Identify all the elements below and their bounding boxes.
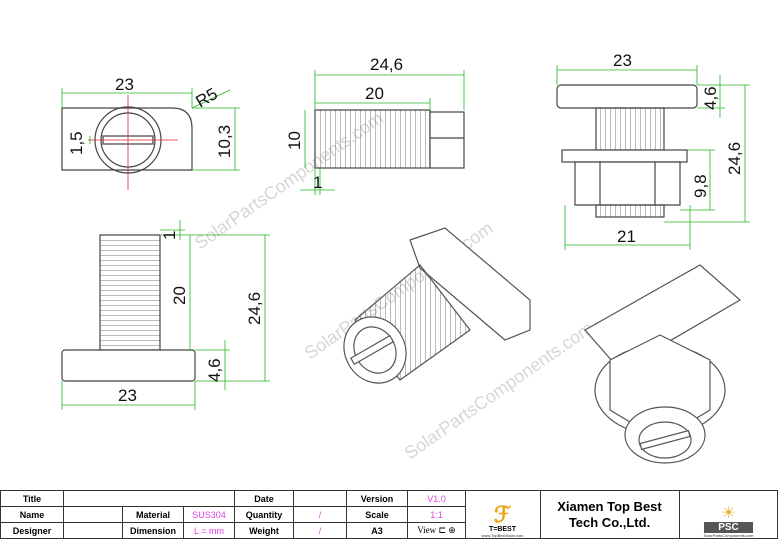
company-line2: Tech Co.,Ltd. [568,514,651,530]
material-label: Material [122,506,184,523]
date-value [293,490,347,507]
designer-label: Designer [0,522,64,539]
paper-size: A3 [346,522,408,539]
name-value [63,506,123,523]
assembly-view [556,65,750,250]
dim-asm-nut-width: 21 [617,227,636,246]
quantity-label: Quantity [234,506,294,523]
flame-icon: ℱ [493,502,512,527]
title-label: Title [0,490,64,507]
dim-asm-head: 23 [613,51,632,70]
dim-top-width: 23 [115,75,134,94]
sun-icon: ☀ [721,505,736,522]
title-value [63,490,235,507]
view-projection: View ⊏ ⊕ [407,522,466,539]
title-block: Title Date Version V1.0 Name Material SU… [0,490,466,539]
logo1-url: www.TopBestSolar.com [481,533,524,538]
isometric-bolt [343,227,531,384]
dim-front-thread: 20 [170,286,189,305]
dim-side-overall: 24,6 [370,55,403,74]
dim-front-width: 23 [118,386,137,405]
logo2-url: SolarPartsComponents.com [703,533,754,538]
weight-label: Weight [234,522,294,539]
dim-asm-overall: 24,6 [725,142,744,175]
projection-symbol-icon: ⊏ ⊕ [438,525,456,535]
top-view [61,88,240,190]
designer-value [63,522,123,539]
side-view [300,70,465,195]
version-label: Version [346,490,408,507]
weight-value: / [293,522,347,539]
psc-logo: ☀ PSC SolarPartsComponents.com [680,490,778,539]
view-label: View [417,525,437,535]
company-line1: Xiamen Top Best [557,498,662,514]
material-value: SUS304 [183,506,235,523]
logo1-text: T=BEST [488,526,517,533]
dim-top-height: 10,3 [215,125,234,158]
dim-side-diameter: 10 [285,131,304,150]
company-name: Xiamen Top Best Tech Co.,Ltd. [540,490,680,539]
dim-front-overall: 24,6 [245,292,264,325]
dim-slot: 1,5 [67,131,86,155]
quantity-value: / [293,506,347,523]
dim-front-chamfer: 1 [160,231,179,240]
dim-side-gap: 1 [313,173,322,192]
dim-asm-head-thickness: 4,6 [701,86,720,110]
dim-radius: R5 [193,84,221,111]
scale-label: Scale [346,506,408,523]
dim-asm-nut: 9,8 [691,174,710,198]
dim-side-thread: 20 [365,84,384,103]
isometric-assembly [584,264,742,464]
name-label: Name [0,506,64,523]
front-view [61,220,270,410]
dimension-label: Dimension [122,522,184,539]
dim-front-head-thickness: 4,6 [205,358,224,382]
psc-mark: PSC [704,522,753,533]
date-label: Date [234,490,294,507]
dimension-value: L = mm [183,522,235,539]
topbest-logo: ℱ T=BEST www.TopBestSolar.com [465,490,541,539]
version-value: V1.0 [407,490,466,507]
scale-value: 1:1 [407,506,466,523]
